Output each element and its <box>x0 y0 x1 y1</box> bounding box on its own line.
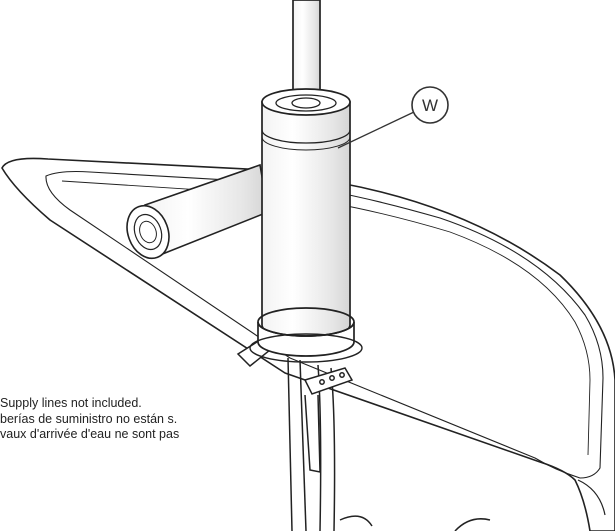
note-fr: vaux d'arrivée d'eau ne sont pas <box>0 427 180 441</box>
supply-lines-note: Supply lines not included. berías de sum… <box>0 396 200 443</box>
spout-pipe <box>292 0 321 101</box>
note-es: berías de suministro no están s. <box>0 411 178 426</box>
callout-w: W <box>337 86 449 149</box>
note-en: Supply lines not included. <box>0 396 142 410</box>
faucet-body <box>249 88 363 363</box>
side-pipe <box>126 163 269 260</box>
callout-letter: W <box>422 96 438 115</box>
callout-bubble <box>411 86 449 124</box>
